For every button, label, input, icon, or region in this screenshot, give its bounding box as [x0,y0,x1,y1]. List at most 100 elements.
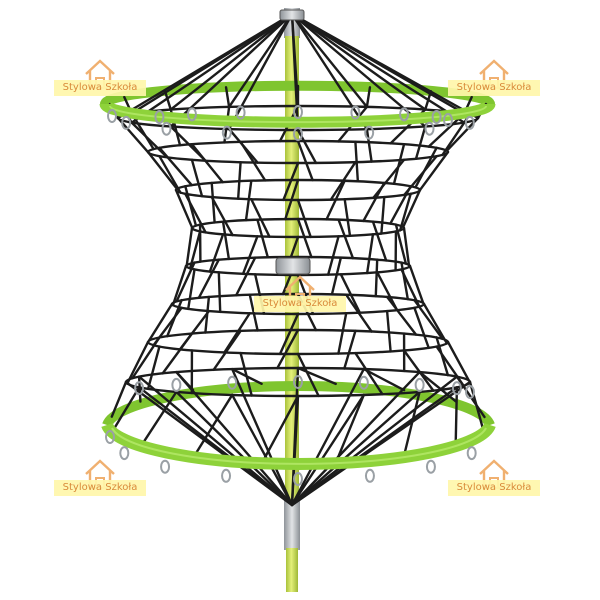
rope-strand [362,181,386,223]
rope-strand [234,256,257,297]
rope-strand [241,235,259,276]
rope-strand [325,179,346,221]
metal-thimble [293,375,303,389]
watermark-top-left: Stylowa Szkoła [54,56,146,114]
rope-strand [337,218,355,260]
watermark-bottom-right: Stylowa Szkoła [448,456,540,514]
rope-strand [329,160,357,201]
rope-cone-bottom [230,367,294,507]
rope-fittings [105,105,477,486]
rope-to-bottom-ring [418,370,458,403]
rope-strand [256,218,270,259]
rope-to-bottom-ring [259,394,300,468]
rope-strand [296,217,313,259]
rope-strand [326,235,340,276]
rope-strand [161,332,194,375]
rope-strand [408,264,425,305]
rope-strand [337,312,348,355]
metal-thimble [464,115,475,130]
metal-thimble [221,468,232,483]
rope-strand [414,125,427,160]
rope-strand [402,188,422,229]
metal-thimble [119,446,130,461]
rope-cone-bottom [290,366,300,507]
rope-strand [131,336,161,380]
watermark-label: Stylowa Szkoła [54,480,146,496]
rope-strand [276,328,300,370]
rope-to-bottom-ring [333,393,366,468]
metal-thimble [161,121,172,136]
rope-strand [146,345,161,391]
rope-cone-top [290,12,369,131]
rope-strand [343,329,357,370]
rope-strand [190,158,204,198]
rope-strand [184,184,198,227]
metal-thimble [465,385,475,399]
metal-thimble [134,381,145,396]
metal-thimble [431,109,442,124]
rope-cone-top [130,12,294,115]
rope-strand [380,195,386,235]
metal-thimble [160,459,171,474]
rope-strand [365,233,375,275]
rope-cone-bottom [230,393,294,507]
rope-strand [392,143,406,186]
watermark-label: Stylowa Szkoła [448,80,540,96]
rope-strand [354,140,360,183]
watermark-label: Stylowa Szkoła [254,296,346,312]
metal-thimble [350,105,361,120]
rope-strand [284,178,300,221]
rope-strand [208,233,225,273]
rope-cone-bottom [137,375,294,507]
watermark-center: Stylowa Szkoła [254,272,346,330]
metal-thimble [171,377,182,392]
rope-strand [398,192,412,232]
rope-strand [365,127,373,163]
rope-cone-bottom [290,390,421,507]
metal-thimble [105,430,115,444]
rope-strand [171,264,188,307]
rope-strand [385,309,392,353]
rope-to-bottom-ring [455,375,486,419]
metal-thimble [443,113,453,127]
rope-strand [217,271,222,314]
rope-strand [354,351,384,396]
metal-thimble [293,127,303,141]
rope-strand [445,116,480,152]
metal-thimble [221,125,232,140]
rope-strand [188,230,202,270]
metal-thimble [235,105,246,120]
metal-thimble [364,125,375,140]
rope-strand [413,298,444,340]
rope-strand [345,293,373,333]
rope-cone-bottom [290,393,366,507]
rope-cone-top [290,12,427,111]
rope-strand [250,198,271,238]
rope-to-bottom-ring [110,380,128,418]
watermark-label: Stylowa Szkoła [54,80,146,96]
rope-strand [339,273,362,314]
rope-to-bottom-ring [190,393,234,462]
rope-strand [187,268,196,311]
rope-cone-top [169,12,294,111]
rope-strand [441,121,466,157]
rope-cone-bottom [290,367,366,507]
metal-thimble [414,377,425,392]
metal-thimble [424,121,435,136]
rope-strand [210,181,216,224]
metal-thimble [107,109,117,123]
rope-strand [174,188,194,231]
rope-cone-top [227,12,294,109]
rope-strand [343,198,352,238]
rope-strand [446,340,470,382]
rope-strand [414,146,438,189]
rope-strand [147,302,174,342]
metal-thimble [425,459,436,474]
rope-strand [204,295,211,334]
rope-strand [185,226,194,267]
rope-strand [435,336,450,377]
rope-strand [402,226,411,269]
rope-strand [146,150,179,191]
rope-strand [190,143,224,184]
